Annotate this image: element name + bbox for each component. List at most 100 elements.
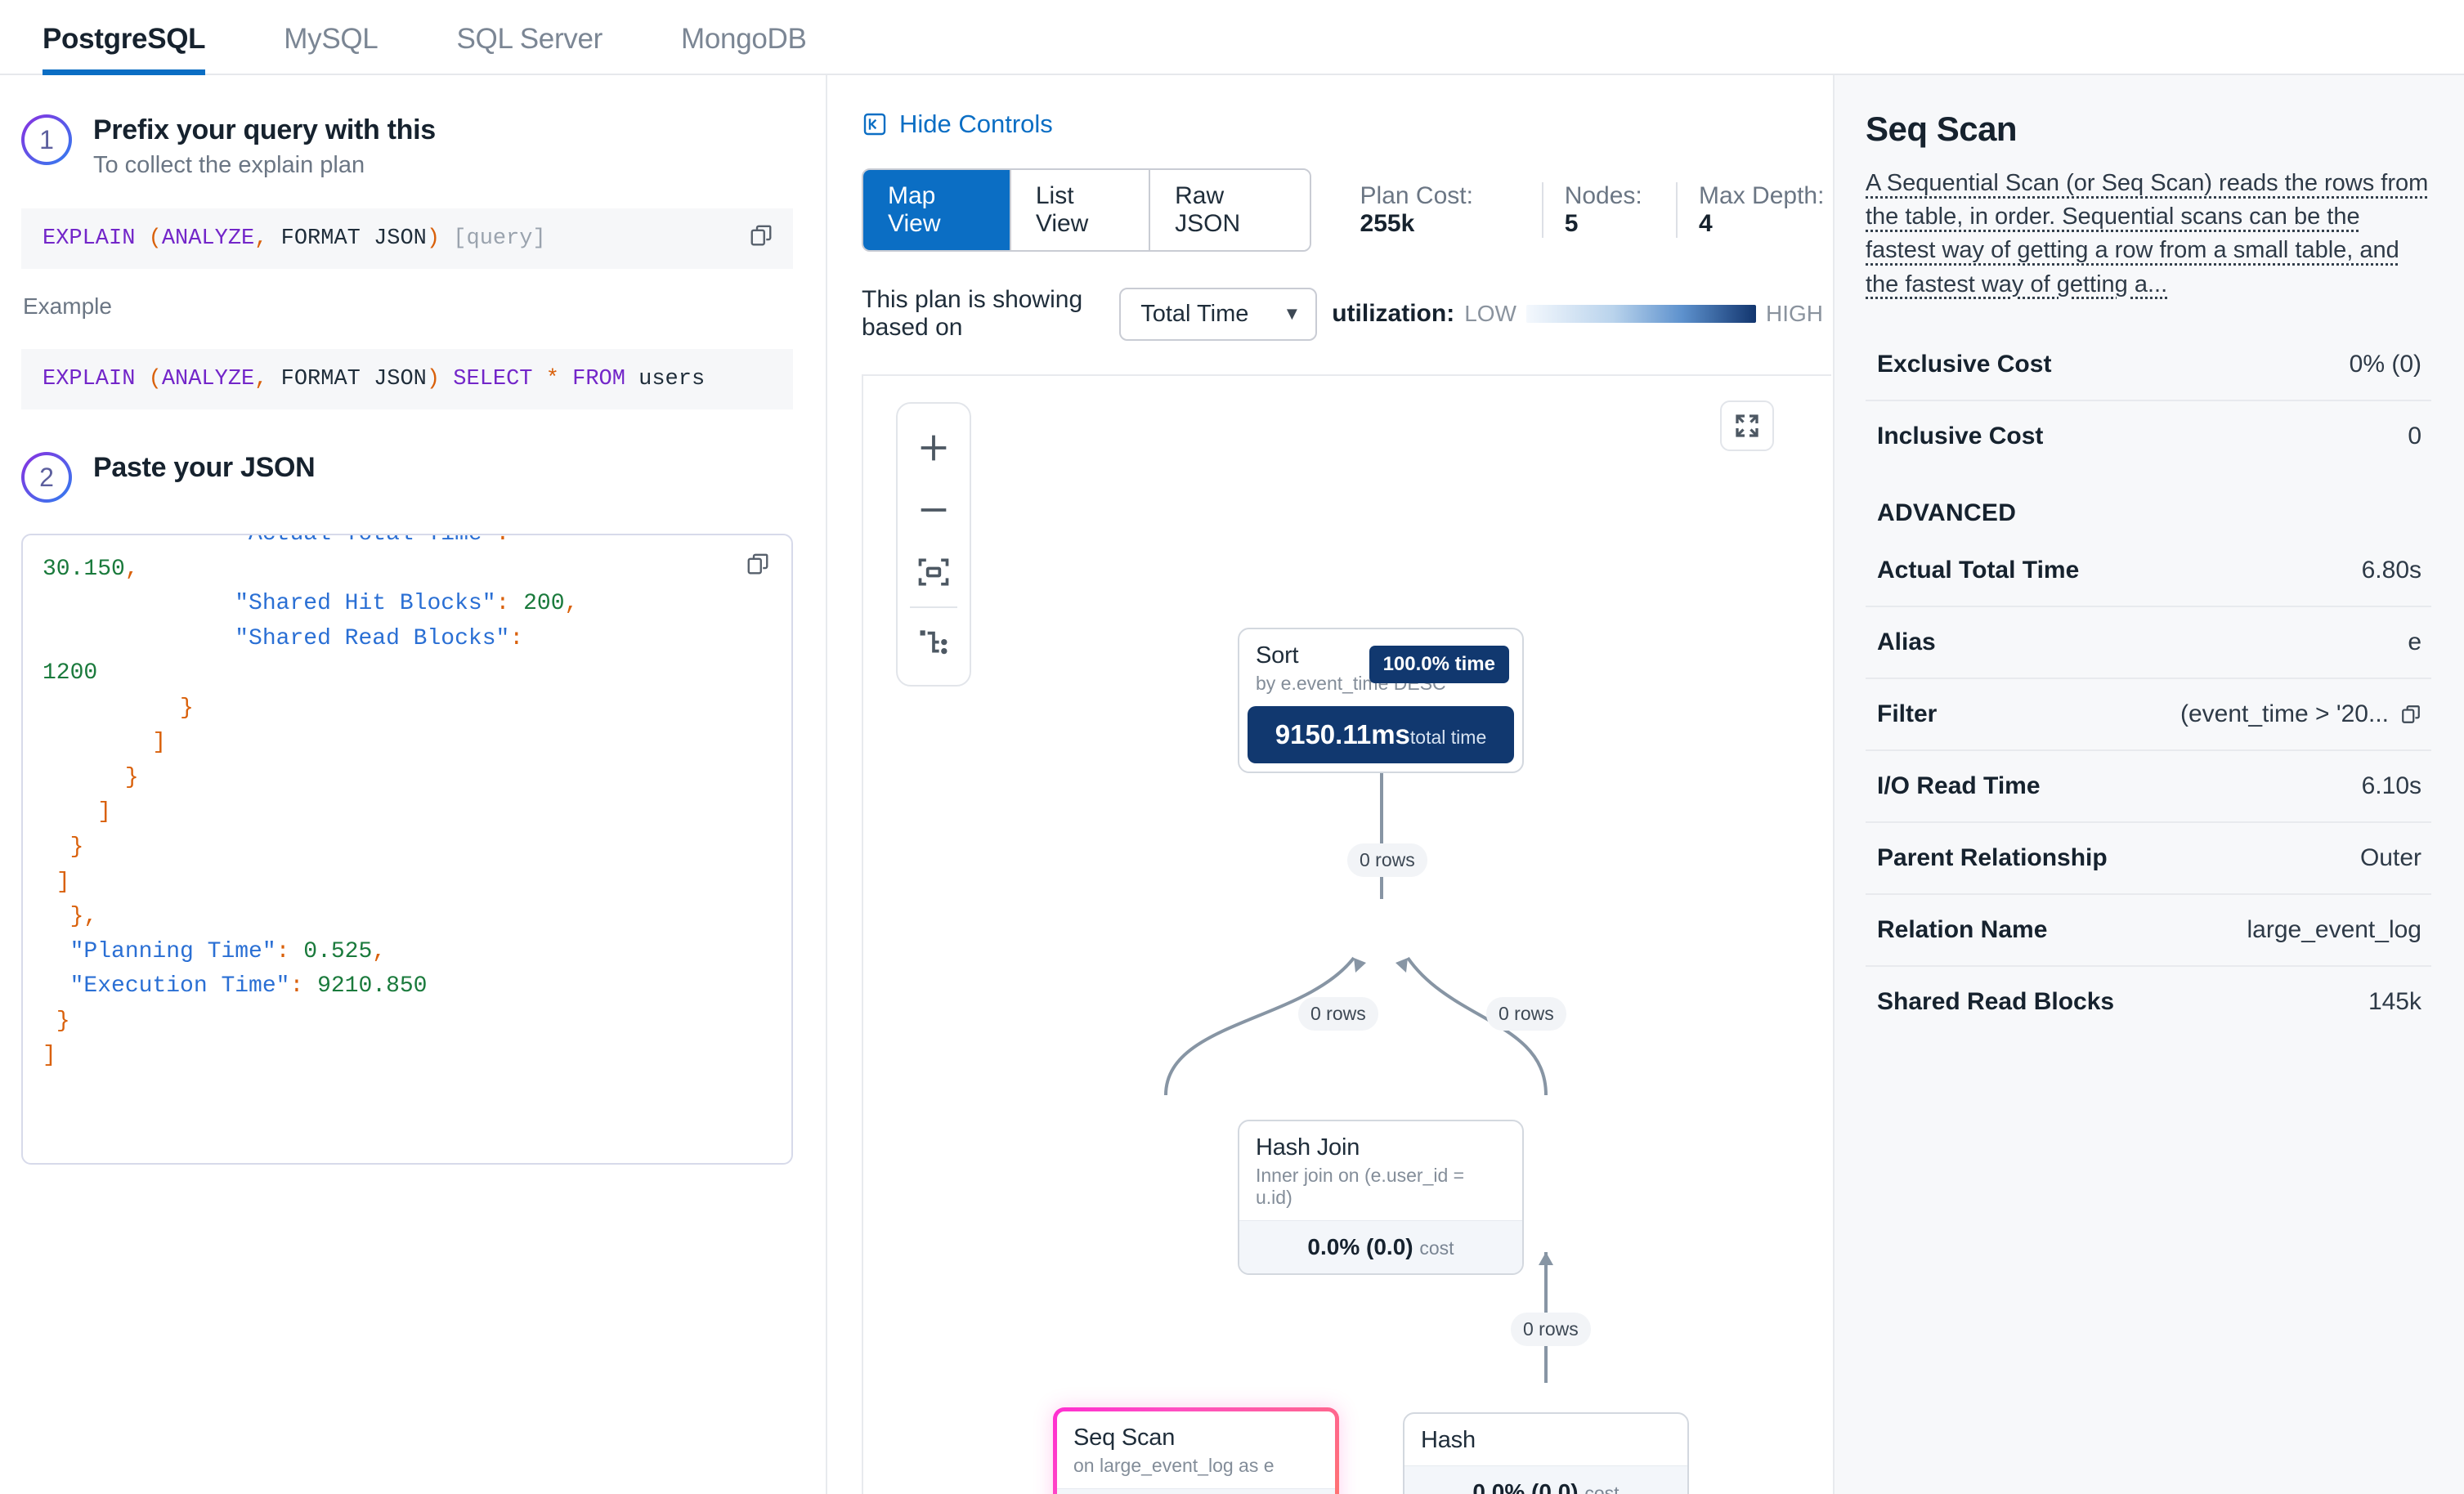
sql-paren-open: ( bbox=[149, 226, 162, 251]
json-token: : bbox=[276, 939, 304, 964]
example-kw-from: FROM bbox=[572, 367, 625, 391]
detail-row-filter: Filter (event_time > '20... bbox=[1866, 679, 2431, 751]
view-list[interactable]: List View bbox=[1011, 170, 1150, 250]
json-input-text[interactable]: "Actual Total Time": 30.150, "Shared Hit… bbox=[23, 534, 791, 1074]
detail-row-value: large_event_log bbox=[2247, 916, 2421, 944]
detail-row-inclusive-cost: Inclusive Cost 0 bbox=[1866, 401, 2431, 472]
json-token: ] bbox=[56, 870, 70, 895]
node-metric-value: 0.0% (0.0) bbox=[1472, 1479, 1578, 1494]
json-token: "Shared Read Blocks" bbox=[235, 626, 509, 651]
sql-query-placeholder: [query] bbox=[453, 226, 545, 251]
stat-nodes: Nodes: 5 bbox=[1543, 182, 1678, 238]
utilization-gradient-legend bbox=[1526, 305, 1756, 323]
json-token: }, bbox=[70, 904, 98, 929]
json-token: , bbox=[125, 557, 139, 582]
json-token: 1200 bbox=[43, 660, 97, 686]
json-input-area[interactable]: "Actual Total Time": 30.150, "Shared Hit… bbox=[21, 534, 793, 1165]
node-metric: 0.0% (0.0) cost bbox=[1404, 1465, 1687, 1494]
detail-row-exclusive-cost: Exclusive Cost 0% (0) bbox=[1866, 329, 2431, 401]
tab-mysql[interactable]: MySQL bbox=[284, 23, 422, 74]
tab-sql-server[interactable]: SQL Server bbox=[456, 23, 647, 74]
edge-label-rows: 0 rows bbox=[1486, 997, 1566, 1031]
node-header: Hash Join Inner join on (e.user_id = u.i… bbox=[1239, 1121, 1522, 1220]
node-subtitle: Inner join on (e.user_id = u.id) bbox=[1256, 1165, 1506, 1209]
plan-map-canvas[interactable]: Sort by e.event_time DESC 100.0% time 91… bbox=[862, 374, 1831, 1494]
node-metric-unit: cost bbox=[1584, 1483, 1619, 1494]
copy-icon[interactable] bbox=[746, 552, 770, 576]
sql-paren-close: ) bbox=[427, 226, 440, 251]
detail-row-value: e bbox=[2408, 628, 2421, 656]
example-table: users bbox=[638, 367, 705, 391]
utilization-suffix: utilization: bbox=[1332, 300, 1454, 328]
stat-max-depth: Max Depth: 4 bbox=[1678, 182, 1833, 238]
json-token: : bbox=[496, 534, 510, 547]
step-1-badge: 1 bbox=[21, 114, 72, 165]
stat-plan-cost: Plan Cost: 255k bbox=[1339, 182, 1543, 238]
stat-plan-cost-label: Plan Cost: bbox=[1360, 182, 1473, 209]
sql-keyword-explain: EXPLAIN bbox=[43, 226, 135, 251]
node-header: Sort by e.event_time DESC 100.0% time bbox=[1239, 629, 1522, 706]
json-token: ] bbox=[152, 730, 166, 755]
utilization-row: This plan is showing based on Total Time… bbox=[862, 286, 1833, 342]
node-subtitle: on large_event_log as e bbox=[1073, 1455, 1319, 1477]
json-token: "Planning Time" bbox=[70, 939, 276, 964]
copy-icon[interactable] bbox=[749, 223, 773, 248]
view-raw-json[interactable]: Raw JSON bbox=[1150, 170, 1309, 250]
step-1-subtitle: To collect the explain plan bbox=[93, 152, 436, 179]
example-kw-explain: EXPLAIN bbox=[43, 367, 135, 391]
cost-section: Exclusive Cost 0% (0) Inclusive Cost 0 bbox=[1866, 329, 2431, 472]
view-map[interactable]: Map View bbox=[863, 170, 1011, 250]
node-header: Seq Scan on large_event_log as e bbox=[1057, 1411, 1335, 1488]
example-code-block: EXPLAIN (ANALYZE, FORMAT JSON) SELECT * … bbox=[21, 349, 793, 409]
plan-node-hash[interactable]: Hash 0.0% (0.0) cost bbox=[1403, 1412, 1689, 1494]
detail-row-shared-read-blocks: Shared Read Blocks 145k bbox=[1866, 967, 2431, 1037]
hide-controls-button[interactable]: Hide Controls bbox=[862, 110, 1833, 139]
legend-low-label: LOW bbox=[1464, 301, 1516, 327]
json-token: } bbox=[70, 834, 84, 860]
example-kw-select: SELECT bbox=[453, 367, 532, 391]
stat-max-depth-value: 4 bbox=[1699, 210, 1713, 237]
collapse-left-icon bbox=[862, 111, 888, 137]
legend-high-label: HIGH bbox=[1766, 301, 1823, 327]
prefix-code-block: EXPLAIN (ANALYZE, FORMAT JSON) [query] bbox=[21, 208, 793, 269]
database-tab-bar: PostgreSQL MySQL SQL Server MongoDB bbox=[0, 0, 2464, 75]
json-token: , bbox=[565, 591, 579, 616]
json-token: 0.525 bbox=[303, 939, 372, 964]
detail-row-key: Shared Read Blocks bbox=[1877, 988, 2114, 1016]
json-token: ] bbox=[43, 1043, 56, 1068]
advanced-section-title: ADVANCED bbox=[1877, 499, 2431, 527]
sql-format-json: FORMAT JSON bbox=[267, 226, 426, 251]
detail-row-parent-relationship: Parent Relationship Outer bbox=[1866, 823, 2431, 895]
stat-plan-cost-value: 255k bbox=[1360, 210, 1415, 237]
example-paren-open: ( bbox=[149, 367, 162, 391]
metric-dropdown[interactable]: Total Time ▼ bbox=[1119, 288, 1317, 341]
detail-row-key: Exclusive Cost bbox=[1877, 351, 2051, 378]
plan-node-hash-join[interactable]: Hash Join Inner join on (e.user_id = u.i… bbox=[1238, 1120, 1524, 1275]
tab-postgresql[interactable]: PostgreSQL bbox=[43, 23, 249, 74]
detail-row-key: Filter bbox=[1877, 700, 1937, 728]
example-kw-analyze: ANALYZE bbox=[162, 367, 254, 391]
node-description[interactable]: A Sequential Scan (or Seq Scan) reads th… bbox=[1866, 167, 2431, 302]
node-metric: 9150.11mstotal time bbox=[1248, 706, 1514, 763]
json-token: } bbox=[180, 696, 194, 721]
plan-summary-stats: Plan Cost: 255k Nodes: 5 Max Depth: 4 bbox=[1339, 182, 1833, 238]
detail-row-relation-name: Relation Name large_event_log bbox=[1866, 895, 2431, 967]
detail-row-io-read-time: I/O Read Time 6.10s bbox=[1866, 751, 2431, 823]
node-title: Hash Join bbox=[1256, 1134, 1506, 1161]
node-metric-value: 0.0% (0.0) bbox=[1307, 1234, 1413, 1259]
edge-label-rows: 0 rows bbox=[1511, 1313, 1591, 1346]
json-token: ] bbox=[97, 799, 111, 825]
plan-node-seq-scan-events[interactable]: Seq Scan on large_event_log as e 1GiB bu… bbox=[1053, 1407, 1339, 1494]
edge-label-rows: 0 rows bbox=[1347, 843, 1427, 877]
step-2-header: 2 Paste your JSON bbox=[21, 452, 793, 503]
detail-row-key: Inclusive Cost bbox=[1877, 423, 2043, 450]
example-paren-close: ) bbox=[427, 367, 440, 391]
json-token: : bbox=[496, 591, 524, 616]
stat-nodes-value: 5 bbox=[1565, 210, 1579, 237]
utilization-prefix: This plan is showing based on bbox=[862, 286, 1104, 342]
node-metric: 1GiB buffers bbox=[1057, 1488, 1335, 1494]
copy-icon[interactable] bbox=[2400, 704, 2421, 725]
stat-nodes-label: Nodes: bbox=[1565, 182, 1642, 209]
plan-node-sort[interactable]: Sort by e.event_time DESC 100.0% time 91… bbox=[1238, 628, 1524, 773]
tab-mongodb[interactable]: MongoDB bbox=[681, 23, 851, 74]
